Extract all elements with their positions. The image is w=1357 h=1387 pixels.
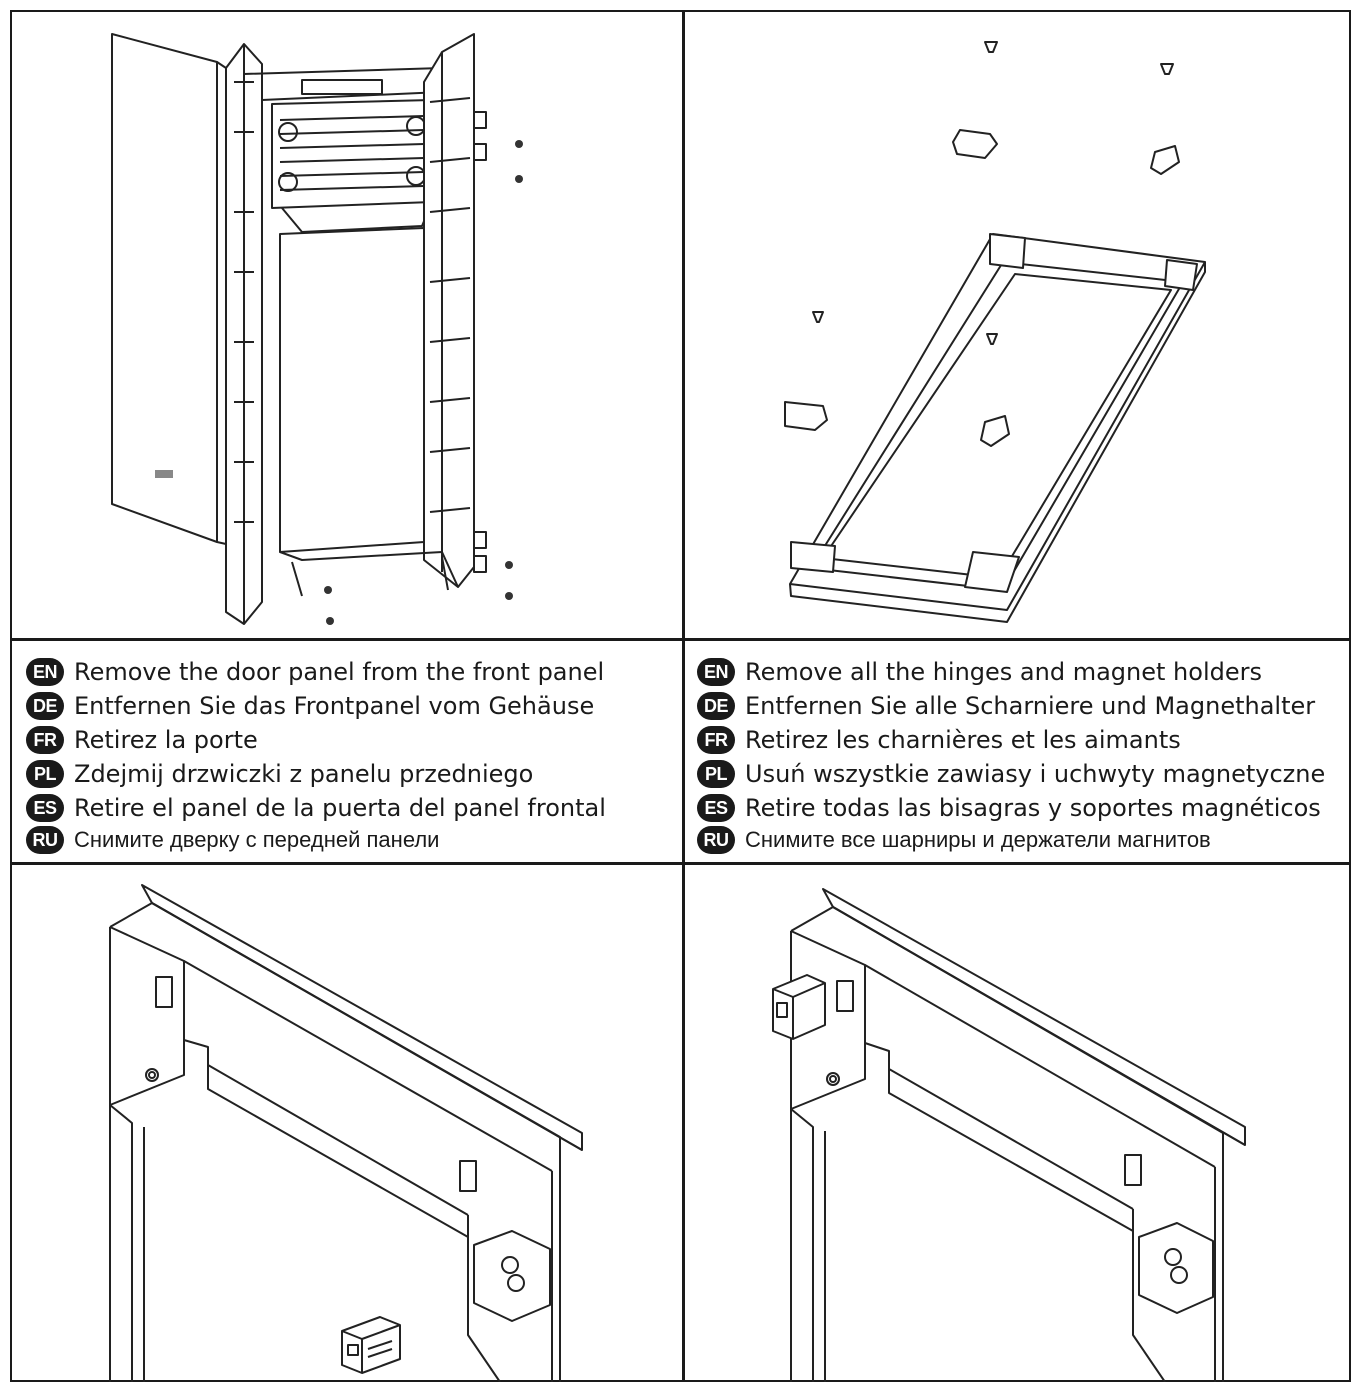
- step-de: DE Entfernen Sie das Frontpanel vom Gehäu…: [26, 689, 676, 723]
- illustration-door-corner-side: [685, 865, 1353, 1382]
- step-pl: PL Usuń wszystkie zawiasy i uchwyty magne…: [697, 757, 1347, 791]
- steps-list-left: EN Remove the door panel from the front p…: [26, 655, 676, 855]
- instruction-sheet: EN Remove the door panel from the front p…: [10, 10, 1351, 1382]
- lang-badge-fr: FR: [697, 726, 735, 754]
- lang-badge-de: DE: [26, 692, 64, 720]
- step-text: Entfernen Sie das Frontpanel vom Gehäuse: [74, 692, 595, 720]
- step-ru: RU Снимите все шарниры и держатели магнит…: [697, 825, 1347, 855]
- lang-badge-en: EN: [697, 658, 735, 686]
- step-es: ES Retire todas las bisagras y soportes m…: [697, 791, 1347, 825]
- illustration-door-corner-magnet: [12, 865, 682, 1382]
- step-text: Снимите дверку с передней панели: [74, 827, 440, 852]
- lang-badge-pl: PL: [26, 760, 64, 788]
- step-ru: RU Снимите дверку с передней панели: [26, 825, 676, 855]
- step-de: DE Entfernen Sie alle Scharniere und Magn…: [697, 689, 1347, 723]
- lang-badge-en: EN: [26, 658, 64, 686]
- step-text: Retire todas las bisagras y soportes mag…: [745, 794, 1321, 822]
- step-text: Usuń wszystkie zawiasy i uchwyty magnety…: [745, 760, 1326, 788]
- lang-badge-es: ES: [26, 794, 64, 822]
- step-es: ES Retire el panel de la puerta del panel…: [26, 791, 676, 825]
- steps-right: EN Remove all the hinges and magnet holde…: [697, 655, 1347, 855]
- steps-left: EN Remove the door panel from the front p…: [26, 655, 676, 855]
- horizontal-divider-top: [12, 638, 1349, 641]
- lang-badge-ru: RU: [697, 826, 735, 854]
- illustration-open-door: [12, 12, 682, 638]
- step-en: EN Remove the door panel from the front p…: [26, 655, 676, 689]
- step-text: Retirez la porte: [74, 726, 258, 754]
- step-text: Retire el panel de la puerta del panel f…: [74, 794, 606, 822]
- step-en: EN Remove all the hinges and magnet holde…: [697, 655, 1347, 689]
- lang-badge-fr: FR: [26, 726, 64, 754]
- step-text: Снимите все шарниры и держатели магнитов: [745, 827, 1211, 852]
- step-fr: FR Retirez les charnières et les aimants: [697, 723, 1347, 757]
- step-text: Remove the door panel from the front pan…: [74, 658, 605, 686]
- vertical-divider: [682, 12, 685, 1380]
- step-text: Zdejmij drzwiczki z panelu przedniego: [74, 760, 534, 788]
- lang-badge-es: ES: [697, 794, 735, 822]
- horizontal-divider-bottom: [12, 862, 1349, 865]
- step-text: Entfernen Sie alle Scharniere und Magnet…: [745, 692, 1316, 720]
- step-pl: PL Zdejmij drzwiczki z panelu przedniego: [26, 757, 676, 791]
- brand-logo: [155, 470, 173, 478]
- illustration-hinges: [685, 12, 1353, 638]
- step-text: Retirez les charnières et les aimants: [745, 726, 1181, 754]
- step-text: Remove all the hinges and magnet holders: [745, 658, 1262, 686]
- steps-list-right: EN Remove all the hinges and magnet holde…: [697, 655, 1347, 855]
- lang-badge-ru: RU: [26, 826, 64, 854]
- step-fr: FR Retirez la porte: [26, 723, 676, 757]
- lang-badge-de: DE: [697, 692, 735, 720]
- lang-badge-pl: PL: [697, 760, 735, 788]
